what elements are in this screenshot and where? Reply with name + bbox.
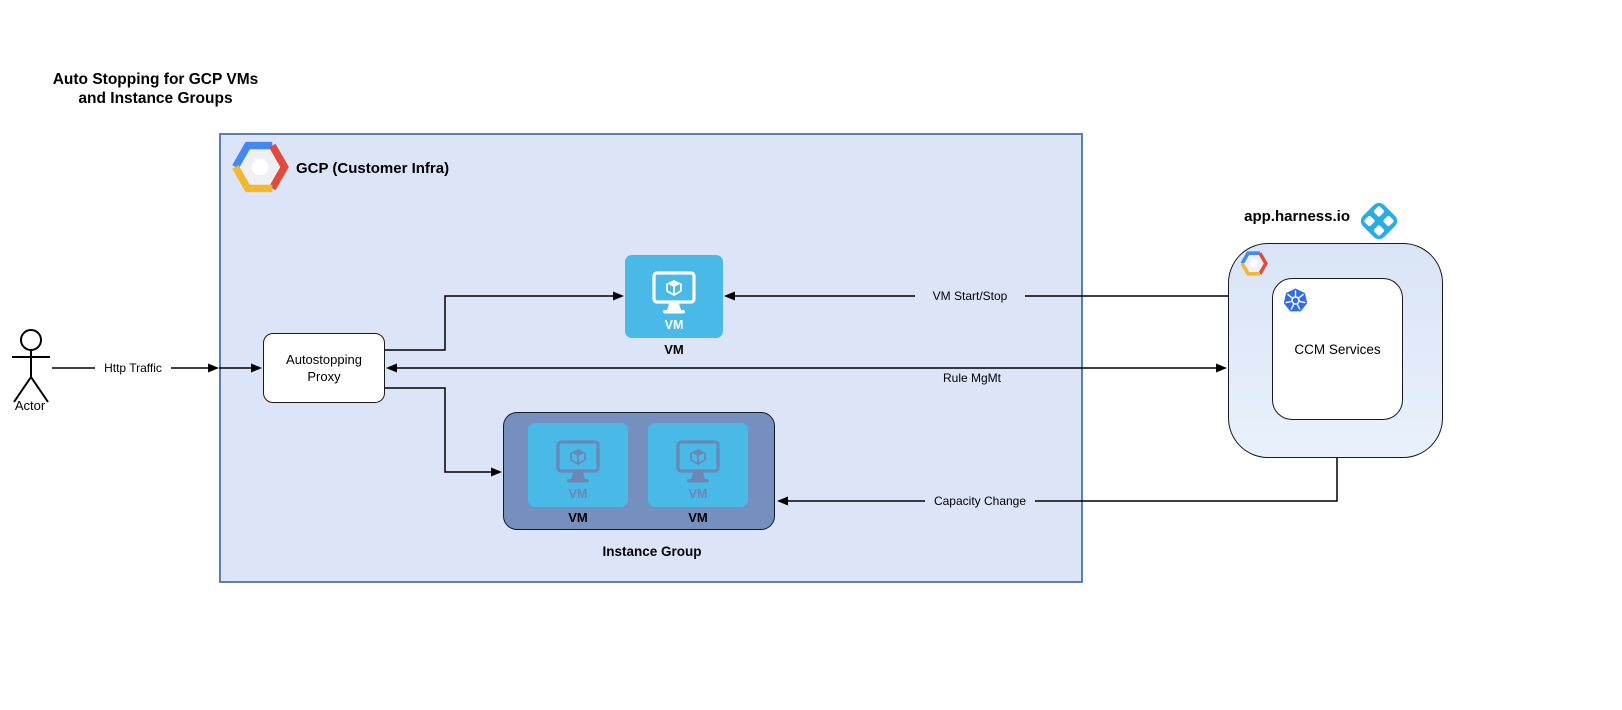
edge-label-http-traffic: Http Traffic: [95, 360, 171, 376]
autostopping-proxy-label-line1: Autostopping: [286, 352, 362, 367]
instance-group-vm1-icon-text: VM: [568, 487, 588, 501]
page-title-line1: Auto Stopping for GCP VMs: [52, 71, 259, 88]
instance-group-vm2-label: VM: [688, 510, 708, 525]
page-title: Auto Stopping for GCP VMs and Instance G…: [38, 70, 273, 108]
arrowhead: [1216, 363, 1227, 373]
edge-label-capacity-change: Capacity Change: [925, 493, 1035, 509]
harness-logo-icon: [1361, 203, 1397, 239]
page-title-line2: and Instance Groups: [78, 90, 233, 107]
instance-group-vm1-label: VM: [568, 510, 588, 525]
vm-monitor-icon: [556, 440, 600, 483]
vm-node: VM: [625, 255, 723, 338]
vm-node-icon-text: VM: [664, 318, 684, 332]
edge-label-rule-mgmt: Rule MgMt: [942, 371, 1001, 385]
actor-label: Actor: [14, 398, 46, 413]
gcp-logo-icon: [232, 141, 289, 193]
autostopping-proxy-label-line2: Proxy: [307, 369, 341, 384]
instance-group-vm2-icon-text: VM: [688, 487, 708, 501]
vm-monitor-icon: [676, 440, 720, 483]
actor-icon: [12, 329, 50, 403]
kubernetes-icon: [1283, 288, 1308, 312]
vm-node-label: VM: [664, 342, 684, 357]
harness-title: app.harness.io: [1244, 208, 1350, 225]
instance-group-vm2-node: VM: [648, 423, 748, 507]
ccm-services-label: CCM Services: [1294, 342, 1381, 357]
arrowhead: [208, 363, 219, 373]
edge-label-vm-start-stop: VM Start/Stop: [915, 288, 1025, 304]
autostopping-proxy-node: Autostopping Proxy: [263, 333, 385, 403]
gcp-logo-icon: [1240, 251, 1268, 276]
instance-group-vm1-node: VM: [528, 423, 628, 507]
instance-group-label: Instance Group: [602, 544, 702, 559]
vm-monitor-icon: [652, 271, 696, 314]
gcp-container-label: GCP (Customer Infra): [296, 160, 450, 177]
